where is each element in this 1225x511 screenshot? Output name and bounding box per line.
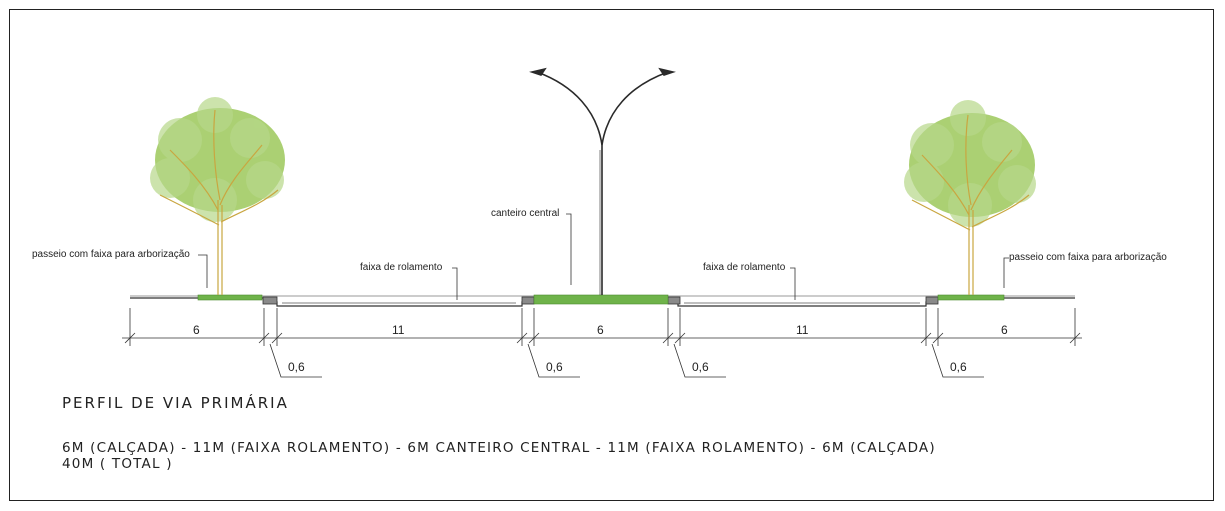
dim-lane-right: 11 xyxy=(796,323,809,337)
label-lane-right: faixa de rolamento xyxy=(703,262,786,273)
leader-sidewalk-right xyxy=(1003,257,1009,288)
leader-lane-left xyxy=(452,267,458,300)
curb-dim-leader-1 xyxy=(269,343,322,378)
label-median: canteiro central xyxy=(491,208,560,219)
description-line-1: 6M (CALÇADA) - 11M (FAIXA ROLAMENTO) - 6… xyxy=(62,440,936,456)
drawing-frame xyxy=(9,9,1214,501)
dim-sidewalk-right: 6 xyxy=(1001,323,1008,337)
dim-curb-3: 0,6 xyxy=(692,360,709,374)
curb-dim-leader-4 xyxy=(931,343,984,378)
curb-median-right xyxy=(667,296,681,305)
dim-lane-left: 11 xyxy=(392,323,405,337)
curb-dim-leader-3 xyxy=(673,343,726,378)
leader-sidewalk-left xyxy=(198,254,208,288)
street-lamp-icon xyxy=(529,67,676,295)
dim-curb-1: 0,6 xyxy=(288,360,305,374)
dim-curb-2: 0,6 xyxy=(546,360,563,374)
grass-strip-left xyxy=(197,294,263,301)
dim-median: 6 xyxy=(597,323,604,337)
curb-dim-leader-2 xyxy=(527,343,580,378)
curb-median-left xyxy=(521,296,535,305)
dim-sidewalk-left: 6 xyxy=(193,323,200,337)
label-lane-left: faixa de rolamento xyxy=(360,262,443,273)
tree-icon xyxy=(150,97,285,295)
grass-strip-median xyxy=(533,294,669,305)
tree-icon xyxy=(904,100,1036,295)
leader-lane-right xyxy=(790,267,796,300)
dim-curb-4: 0,6 xyxy=(950,360,967,374)
grass-strip-right xyxy=(937,294,1005,301)
label-sidewalk-right: passeio com faixa para arborização xyxy=(1009,252,1167,263)
label-sidewalk-left: passeio com faixa para arborização xyxy=(32,249,190,260)
curb-right-outer xyxy=(925,296,939,305)
leader-median xyxy=(566,213,572,285)
description-line-2: 40M ( TOTAL ) xyxy=(62,456,173,472)
drawing-title: PERFIL DE VIA PRIMÁRIA xyxy=(62,394,289,412)
curb-left-outer xyxy=(262,296,278,305)
